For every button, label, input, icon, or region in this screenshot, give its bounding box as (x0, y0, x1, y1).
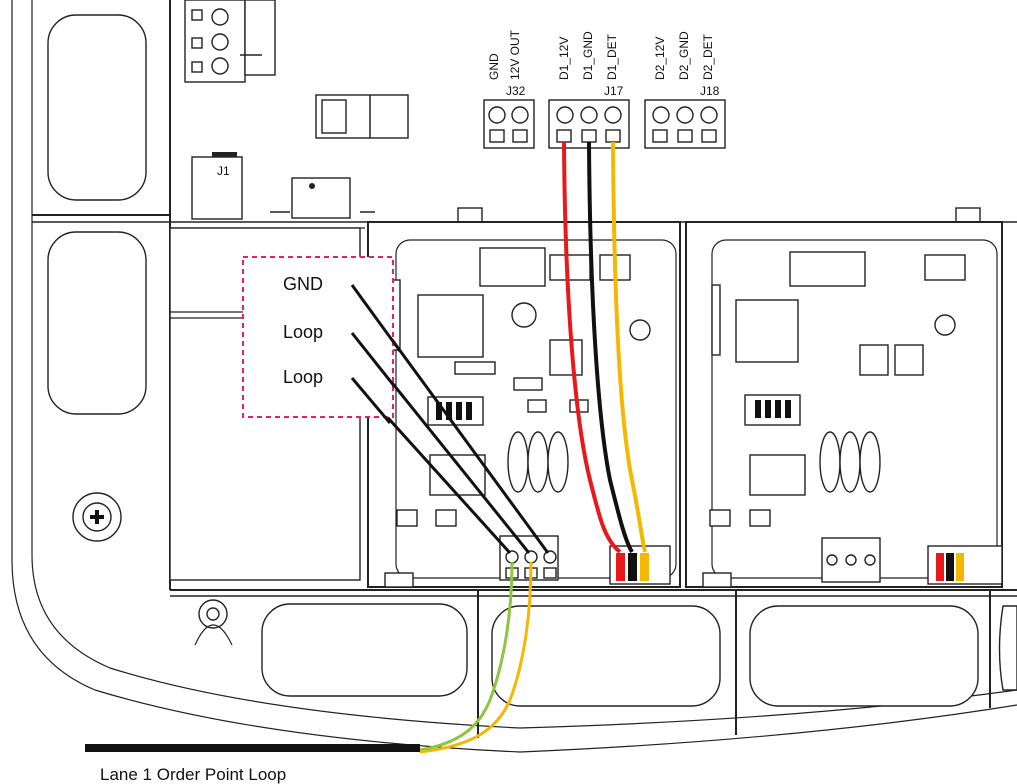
terminal-j32: GND 12V OUT J32 (483, 29, 535, 149)
green-wire (419, 561, 514, 752)
yellow-loop-wire (419, 561, 533, 754)
j17-label: J17 (604, 84, 624, 98)
j18-pin-d2-gnd-label: D2_GND (677, 31, 691, 80)
detector-board-1 (367, 221, 681, 588)
callout-gnd-label: GND (283, 274, 323, 294)
j17-pin-d1-gnd-label: D1_GND (581, 31, 595, 80)
red-wire (562, 141, 622, 554)
power-wires (562, 141, 647, 554)
callout-loop-label-2: Loop (283, 367, 323, 387)
j18-pin-d2-det-label: D2_DET (701, 33, 715, 80)
j32-pin-12v-out-label: 12V OUT (508, 29, 522, 80)
terminal-j18: D2_12V D2_GND D2_DET J18 (644, 31, 726, 149)
callout-box: GND Loop Loop (242, 256, 394, 418)
terminal-j17: D1_12V D1_GND D1_DET J17 (548, 31, 630, 149)
callout-loop-label-1: Loop (283, 322, 323, 342)
j32-pin-gnd-label: GND (487, 53, 501, 80)
black-wire (587, 141, 634, 554)
detector-board-2 (685, 221, 1003, 588)
j17-pin-d1-det-label: D1_DET (605, 33, 619, 80)
top-left-components: J1 (170, 0, 1017, 229)
j18-label: J18 (700, 84, 720, 98)
loop-cable-caption: Lane 1 Order Point Loop (100, 765, 286, 784)
enclosure (11, 0, 1017, 753)
j18-pin-d2-12v-label: D2_12V (653, 37, 667, 80)
j32-label: J32 (506, 84, 526, 98)
callout-leads (350, 284, 402, 424)
j17-pin-d1-12v-label: D1_12V (557, 37, 571, 80)
power-connector (609, 545, 671, 585)
j1-label: J1 (217, 164, 230, 178)
loop-connector (499, 535, 559, 581)
yellow-wire (611, 141, 647, 553)
